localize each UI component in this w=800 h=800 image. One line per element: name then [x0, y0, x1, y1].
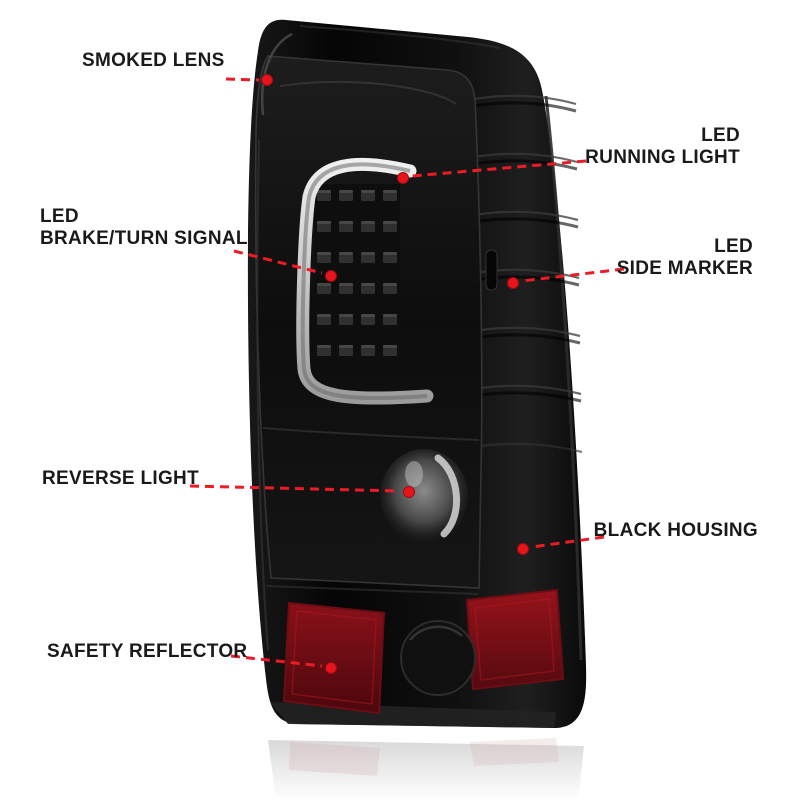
callout-label-black-housing: BLACK HOUSING: [594, 520, 758, 542]
lens-bottom-seam: [265, 585, 479, 595]
callout-text: BRAKE/TURN SIGNAL: [40, 228, 248, 249]
callout-text: LED: [714, 236, 753, 257]
lens-inner-seam: [279, 81, 457, 105]
callout-label-smoked-lens: SMOKED LENS: [82, 50, 225, 72]
callout-label-safety-reflector: SAFETY REFLECTOR: [47, 641, 247, 663]
floor-reflection: [268, 738, 584, 800]
lens-corner-rim: [260, 32, 293, 116]
callout-line-smoked-lens: [225, 77, 260, 82]
safety-reflector-left-inner: [291, 610, 377, 705]
callout-text: SAFETY REFLECTOR: [47, 641, 248, 662]
callout-text: REVERSE LIGHT: [42, 468, 199, 489]
callout-text: LED: [701, 125, 740, 146]
callout-dot-led-brake-turn: [325, 270, 337, 282]
callout-dot-reverse-light: [403, 486, 415, 498]
safety-reflector-left: [282, 601, 386, 715]
callout-line-led-brake-turn: [233, 249, 323, 275]
callout-dot-led-side-marker: [507, 277, 519, 289]
light-bar-core: [300, 162, 428, 401]
license-plug-highlight: [409, 625, 463, 641]
callout-line-led-side-marker: [521, 267, 625, 283]
lens-left-edge: [256, 139, 269, 651]
callout-text: SMOKED LENS: [82, 50, 225, 71]
reverse-light-bulb: [380, 449, 468, 543]
led-brake-turn-array: [314, 184, 400, 370]
lens-mid-seam: [262, 427, 480, 441]
led-side-marker-lens: [485, 249, 498, 291]
safety-reflector-right-inner: [474, 598, 555, 681]
callout-text: BLACK HOUSING: [593, 520, 758, 541]
callout-dot-black-housing: [517, 543, 529, 555]
callout-dot-led-running-light: [397, 172, 409, 184]
callout-line-safety-reflector: [230, 654, 323, 668]
license-plug: [400, 620, 476, 696]
callout-text: SIDE MARKER: [616, 258, 753, 279]
callout-label-led-running-light: LED RUNNING LIGHT: [585, 125, 740, 169]
callout-label-reverse-light: REVERSE LIGHT: [42, 468, 199, 490]
callout-line-led-running-light: [411, 159, 587, 178]
callout-dot-smoked-lens: [261, 74, 273, 86]
callout-label-led-side-marker: LED SIDE MARKER: [617, 236, 753, 280]
callout-line-black-housing: [531, 535, 605, 549]
callout-text: RUNNING LIGHT: [585, 147, 740, 168]
callout-dot-safety-reflector: [325, 662, 337, 674]
callout-text: LED: [40, 206, 79, 227]
callout-line-reverse-light: [189, 484, 400, 493]
top-edge-highlight: [299, 25, 501, 49]
callout-label-led-brake-turn: LED BRAKE/TURN SIGNAL: [40, 206, 248, 250]
